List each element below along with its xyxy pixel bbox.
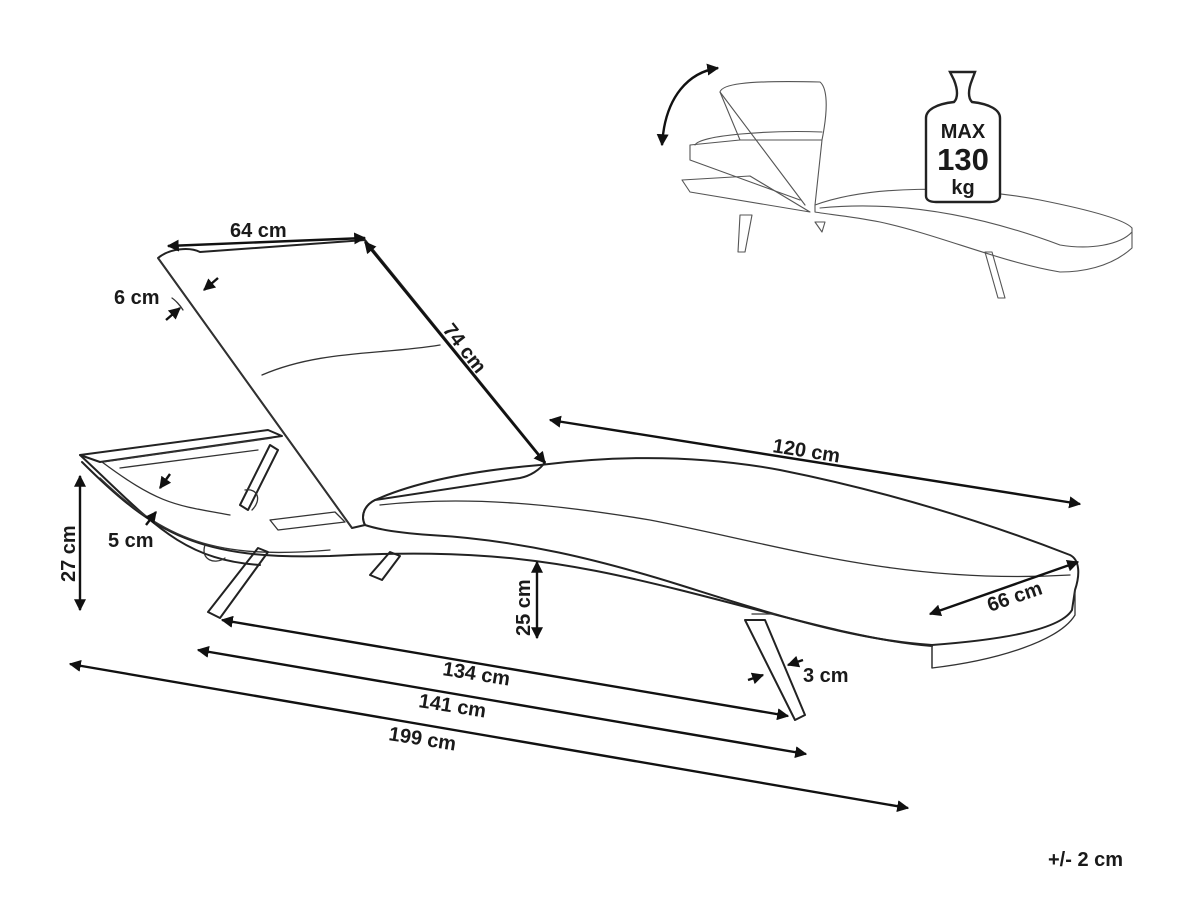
inset-backrest-raised — [719, 81, 827, 141]
weight-label-unit: kg — [951, 177, 974, 199]
dim-seat-length-line — [548, 415, 1082, 509]
weight-label-max: MAX — [941, 121, 986, 143]
max-load-weight-icon: MAX 130 kg — [924, 70, 1002, 204]
dim-cushion-thickness-arrow-top — [203, 277, 219, 291]
inset-frame-head — [681, 175, 811, 213]
dim-leg-thickness-arrow-left — [747, 672, 765, 685]
dimension-lines: 64 cm 74 cm 6 cm 120 cm 5 cm 27 cm 25 cm… — [58, 220, 1082, 813]
inset-reclined-lounger — [656, 63, 1133, 299]
dim-backrest-length-line — [364, 241, 546, 464]
backrest-cushion — [157, 239, 546, 529]
inset-rear-leg — [984, 251, 1006, 299]
frame-head-side — [79, 454, 261, 566]
inset-middle-leg — [814, 221, 826, 233]
dim-width-line — [928, 559, 1080, 617]
inset-seam — [694, 131, 823, 146]
dim-total-length-line — [68, 659, 910, 813]
backrest-seam — [261, 344, 441, 376]
backrest-corner — [171, 297, 184, 311]
middle-leg — [369, 551, 401, 581]
label-total-height: 27 cm — [58, 525, 80, 582]
frame-head-inner — [102, 437, 273, 463]
label-frame-length: 141 cm — [417, 690, 487, 722]
frame-lower-rail — [81, 461, 933, 647]
label-seat-height: 25 cm — [513, 579, 535, 636]
weight-shape — [924, 70, 1002, 204]
inset-backrest-sides — [719, 91, 823, 206]
label-backrest-width: 64 cm — [230, 220, 287, 242]
weight-label-value: 130 — [937, 142, 989, 177]
dim-cushion-thickness-arrow-bottom — [165, 307, 181, 321]
inset-backrest-lower — [689, 139, 801, 201]
label-seat-length: 120 cm — [771, 435, 841, 467]
inset-seat-seam — [819, 205, 1133, 248]
dim-frame-thickness-arrow-bottom — [144, 511, 157, 526]
backrest-strut — [239, 444, 279, 511]
frame-head-top — [79, 429, 283, 463]
tolerance-note: +/- 2 cm — [1048, 849, 1123, 871]
rear-leg — [744, 619, 806, 721]
backrest-edge — [157, 257, 353, 529]
label-backrest-length: 74 cm — [438, 320, 490, 378]
slat-2 — [269, 511, 346, 531]
backrest-strut-hook — [244, 489, 259, 511]
label-inner-length: 134 cm — [441, 658, 511, 690]
front-leg-clip — [203, 544, 226, 562]
slat-1 — [119, 449, 259, 469]
inset-front-leg — [737, 214, 753, 253]
label-cushion-thickness: 6 cm — [114, 287, 160, 309]
seat-cushion-side — [931, 589, 1076, 669]
recline-arrow-icon — [656, 63, 720, 147]
frame-lower-rail-inner — [99, 477, 331, 554]
label-frame-thickness: 5 cm — [108, 530, 154, 552]
dim-backrest-width-line — [166, 232, 367, 252]
label-leg-thickness: 3 cm — [803, 665, 849, 687]
dim-frame-thickness-arrow-top — [159, 473, 172, 489]
frame-head-inner-edge — [101, 461, 231, 516]
dim-leg-thickness-arrow-right — [786, 655, 804, 668]
front-leg — [207, 547, 269, 619]
seat-cushion-seam — [379, 500, 1071, 578]
